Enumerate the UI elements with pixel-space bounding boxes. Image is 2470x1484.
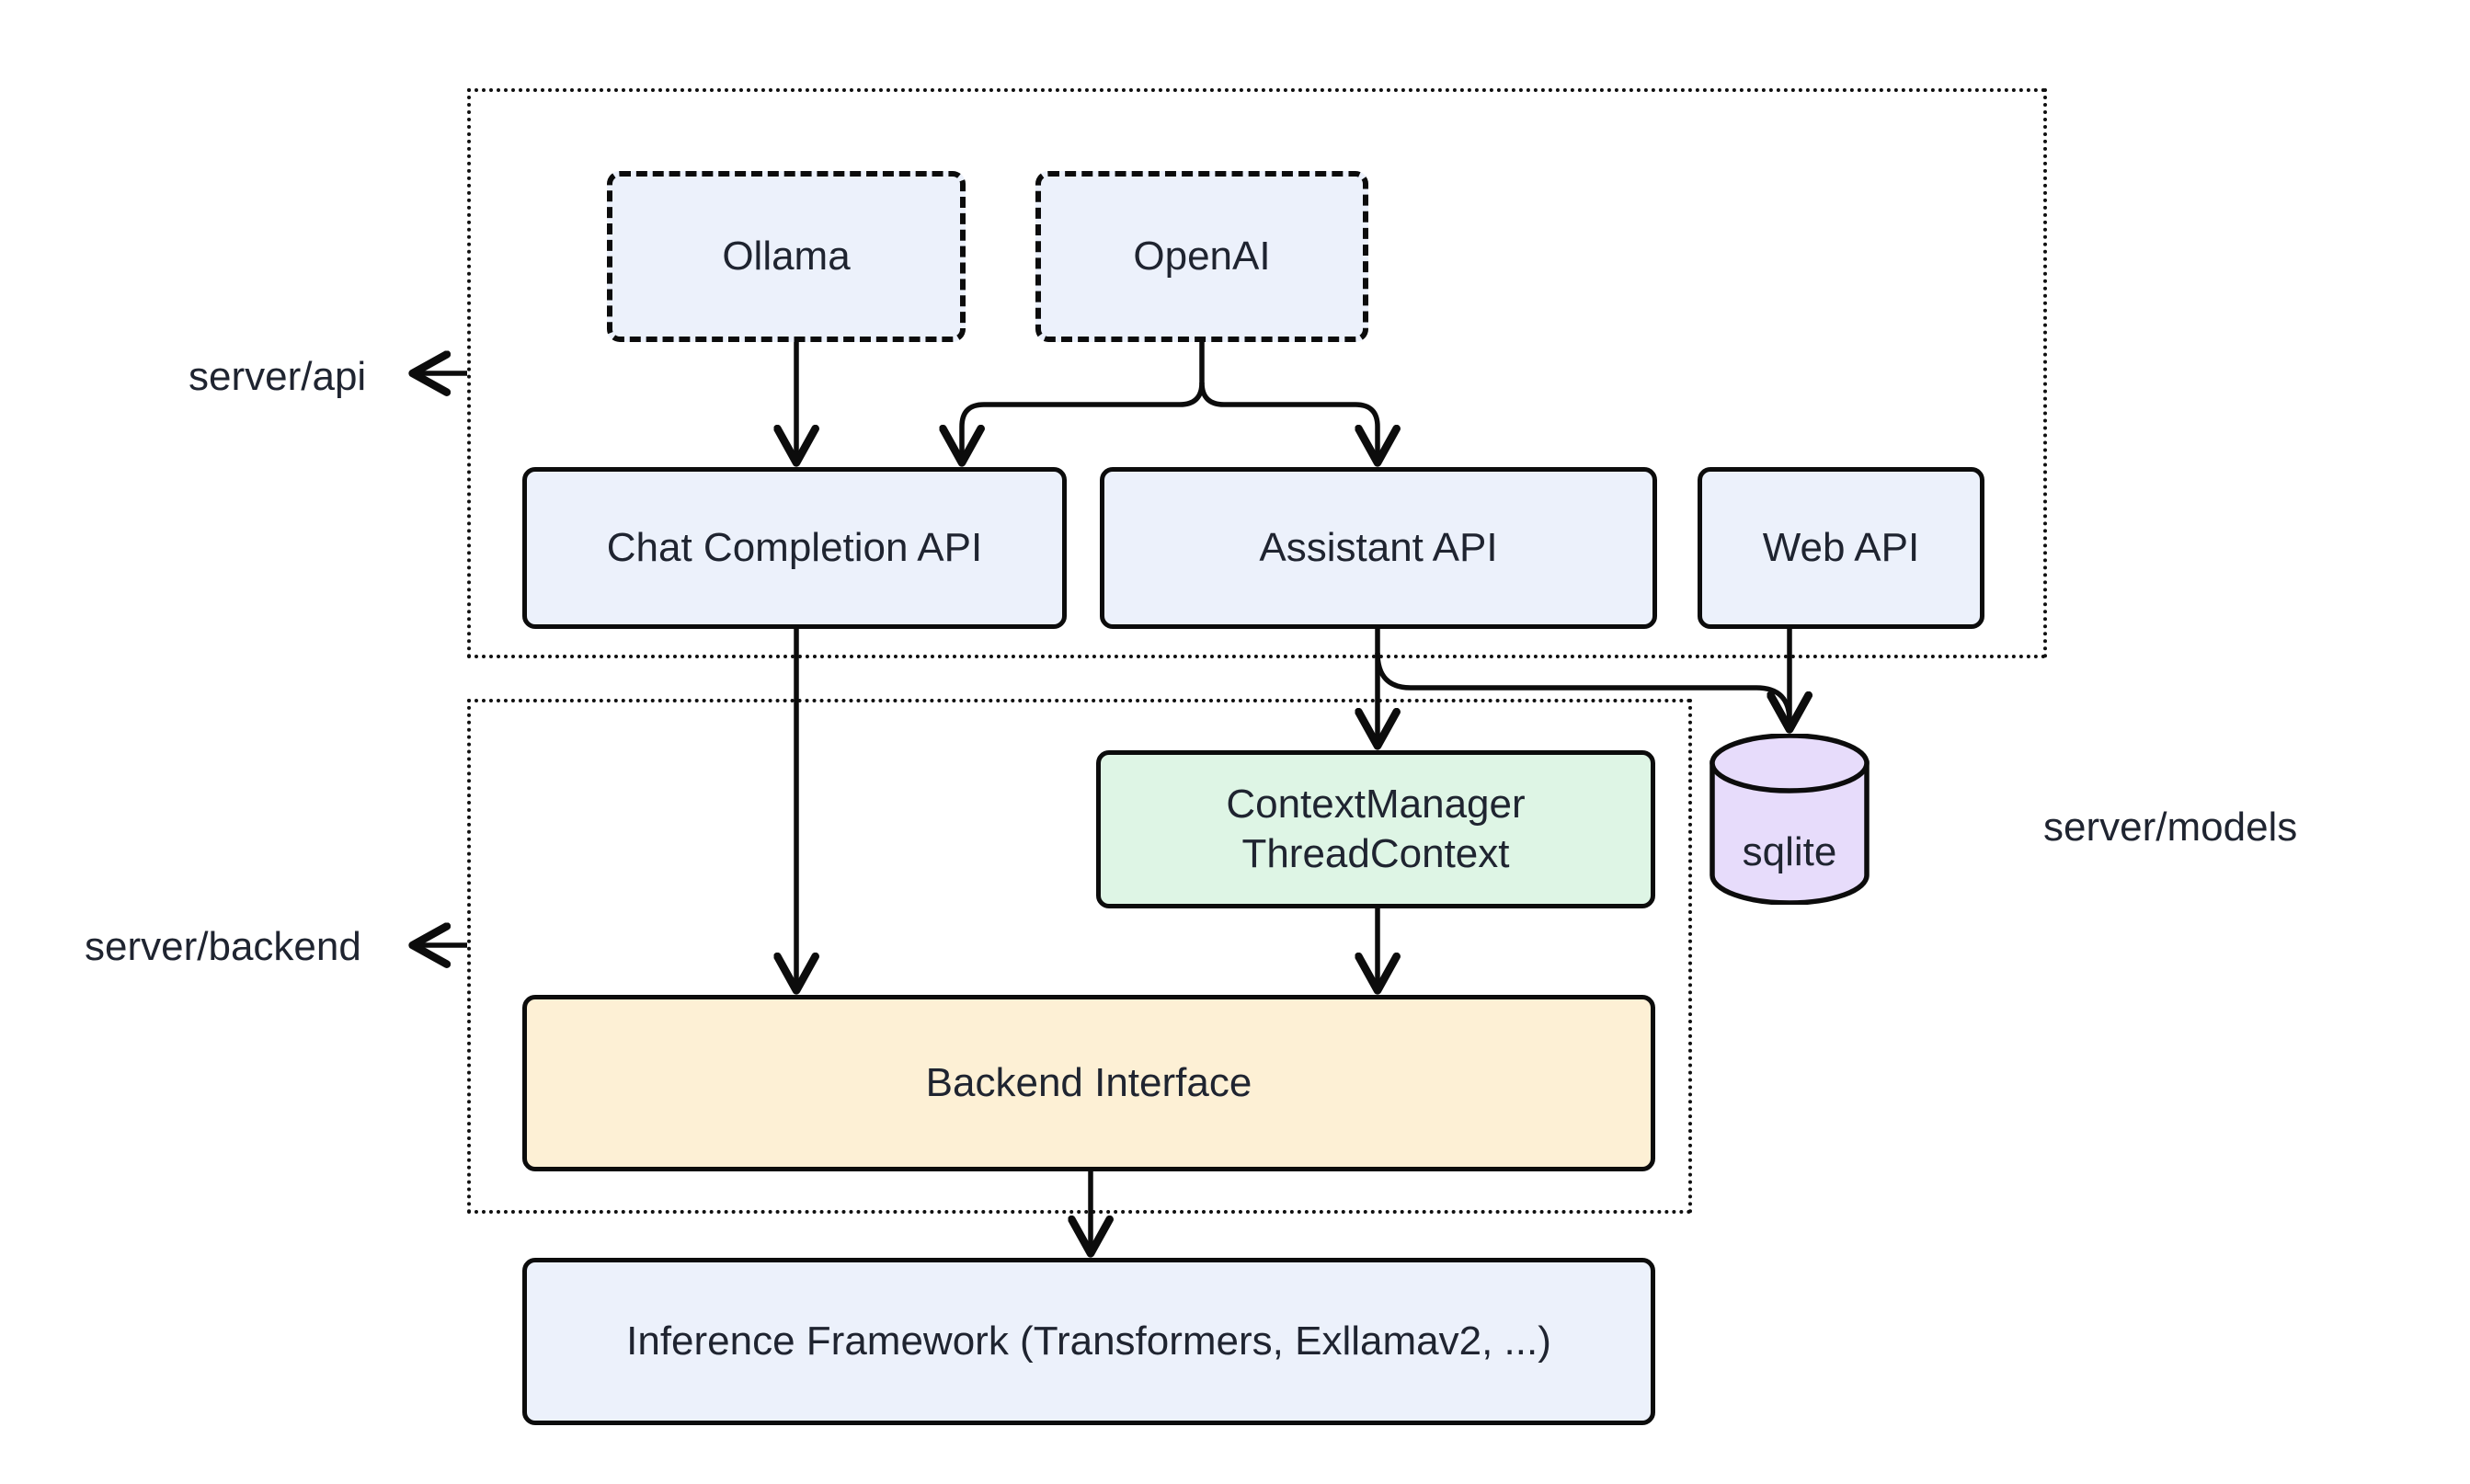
node-sqlite[interactable]: sqlite <box>1709 733 1870 906</box>
node-openai[interactable]: OpenAI <box>1035 171 1368 342</box>
node-context-manager[interactable]: ContextManager ThreadContext <box>1096 750 1655 908</box>
node-backend-interface-label: Backend Interface <box>925 1060 1252 1106</box>
node-openai-label: OpenAI <box>1133 234 1271 280</box>
node-ollama[interactable]: Ollama <box>607 171 966 342</box>
node-inference-framework[interactable]: Inference Framework (Transformers, Exlla… <box>522 1258 1655 1425</box>
group-label-server-backend: server/backend <box>85 924 361 969</box>
node-inference-framework-label: Inference Framework (Transformers, Exlla… <box>626 1318 1551 1364</box>
group-label-server-api: server/api <box>189 354 367 399</box>
node-web-api-label: Web API <box>1762 525 1920 571</box>
node-ollama-label: Ollama <box>722 234 851 280</box>
node-assistant-api[interactable]: Assistant API <box>1100 467 1657 629</box>
node-backend-interface[interactable]: Backend Interface <box>522 995 1655 1171</box>
group-label-server-models: server/models <box>2043 805 2298 850</box>
group-server-backend <box>467 699 1692 1214</box>
node-sqlite-label: sqlite <box>1742 829 1837 874</box>
group-server-api <box>467 88 2047 658</box>
node-web-api[interactable]: Web API <box>1698 467 1984 629</box>
node-chat-completion-api[interactable]: Chat Completion API <box>522 467 1067 629</box>
node-assistant-api-label: Assistant API <box>1259 525 1498 571</box>
node-chat-completion-api-label: Chat Completion API <box>606 525 983 571</box>
node-context-manager-label: ContextManager ThreadContext <box>1226 782 1526 876</box>
cylinder-shape <box>1710 733 1870 906</box>
